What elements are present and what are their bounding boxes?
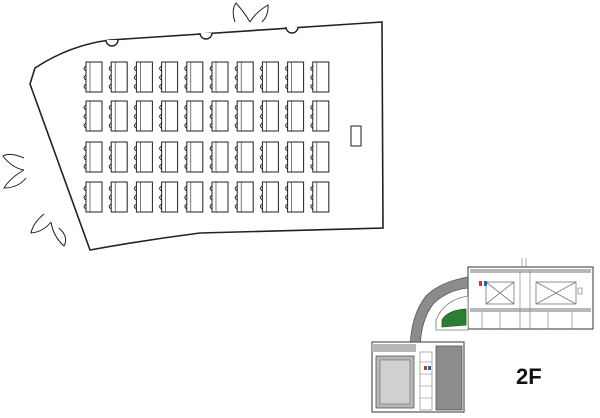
seat bbox=[209, 141, 229, 173]
hall-outline bbox=[29, 21, 384, 251]
seat bbox=[234, 61, 254, 93]
seat bbox=[184, 141, 204, 173]
seat bbox=[133, 100, 153, 132]
seat bbox=[259, 100, 279, 132]
restroom-female-icon bbox=[479, 281, 482, 286]
seat bbox=[83, 181, 103, 213]
highlighted-room bbox=[441, 308, 467, 328]
seat bbox=[108, 141, 128, 173]
seat bbox=[310, 141, 330, 173]
seat bbox=[184, 181, 204, 213]
seat bbox=[285, 61, 305, 93]
seat bbox=[310, 100, 330, 132]
seat bbox=[83, 100, 103, 132]
seat bbox=[310, 61, 330, 93]
seating-grid bbox=[83, 61, 330, 213]
seat bbox=[159, 100, 179, 132]
seat bbox=[209, 100, 229, 132]
seat bbox=[133, 61, 153, 93]
seat bbox=[83, 141, 103, 173]
seat bbox=[259, 61, 279, 93]
door-top bbox=[232, 2, 269, 23]
floor-label: 2F bbox=[516, 364, 542, 389]
seat bbox=[285, 141, 305, 173]
seat bbox=[259, 141, 279, 173]
seat bbox=[285, 100, 305, 132]
seat bbox=[159, 141, 179, 173]
seat bbox=[108, 181, 128, 213]
seat bbox=[184, 61, 204, 93]
seat bbox=[108, 61, 128, 93]
seat bbox=[259, 181, 279, 213]
seat bbox=[159, 61, 179, 93]
seat bbox=[234, 141, 254, 173]
seat bbox=[184, 100, 204, 132]
seat bbox=[310, 181, 330, 213]
seat bbox=[285, 181, 305, 213]
seat bbox=[133, 141, 153, 173]
seat bbox=[234, 181, 254, 213]
seat bbox=[209, 61, 229, 93]
seat bbox=[83, 61, 103, 93]
seat bbox=[108, 100, 128, 132]
mini-map bbox=[371, 258, 594, 413]
wall-pillars bbox=[105, 26, 299, 47]
seat bbox=[234, 100, 254, 132]
seat bbox=[159, 181, 179, 213]
lectern bbox=[350, 125, 362, 147]
door-left bbox=[2, 153, 27, 189]
seat bbox=[209, 181, 229, 213]
door-bottom-left bbox=[30, 213, 67, 247]
seat bbox=[133, 181, 153, 213]
restroom-male-icon bbox=[484, 281, 487, 286]
